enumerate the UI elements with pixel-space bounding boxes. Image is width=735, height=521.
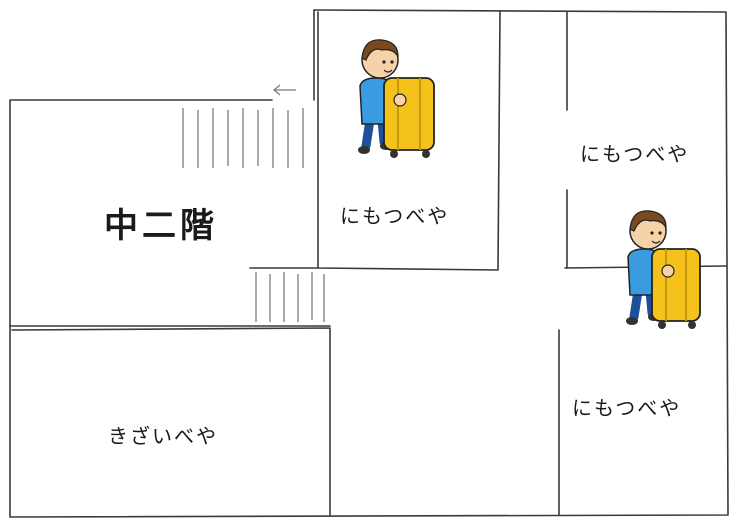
wall-equipment-room [11, 327, 331, 516]
room-label-storage-bottom-right: にもつべや [572, 396, 682, 420]
person-with-suitcase-icon [626, 210, 701, 329]
staircase-bottom [255, 272, 325, 322]
wall-outline [9, 9, 729, 518]
room-label-storage-top-middle: にもつべや [340, 204, 450, 228]
mezzanine-title: 中二階 [104, 206, 218, 246]
person-suitcase-1 [358, 39, 435, 158]
arrow-left-icon [273, 84, 296, 96]
staircase-top [182, 108, 304, 168]
person-with-suitcase-icon [358, 39, 435, 158]
room-label-storage-top-right: にもつべや [580, 142, 690, 166]
room-label-equipment-room: きざいべや [108, 424, 218, 448]
person-suitcase-2 [626, 210, 701, 329]
wall-storage-top-middle [317, 11, 501, 271]
